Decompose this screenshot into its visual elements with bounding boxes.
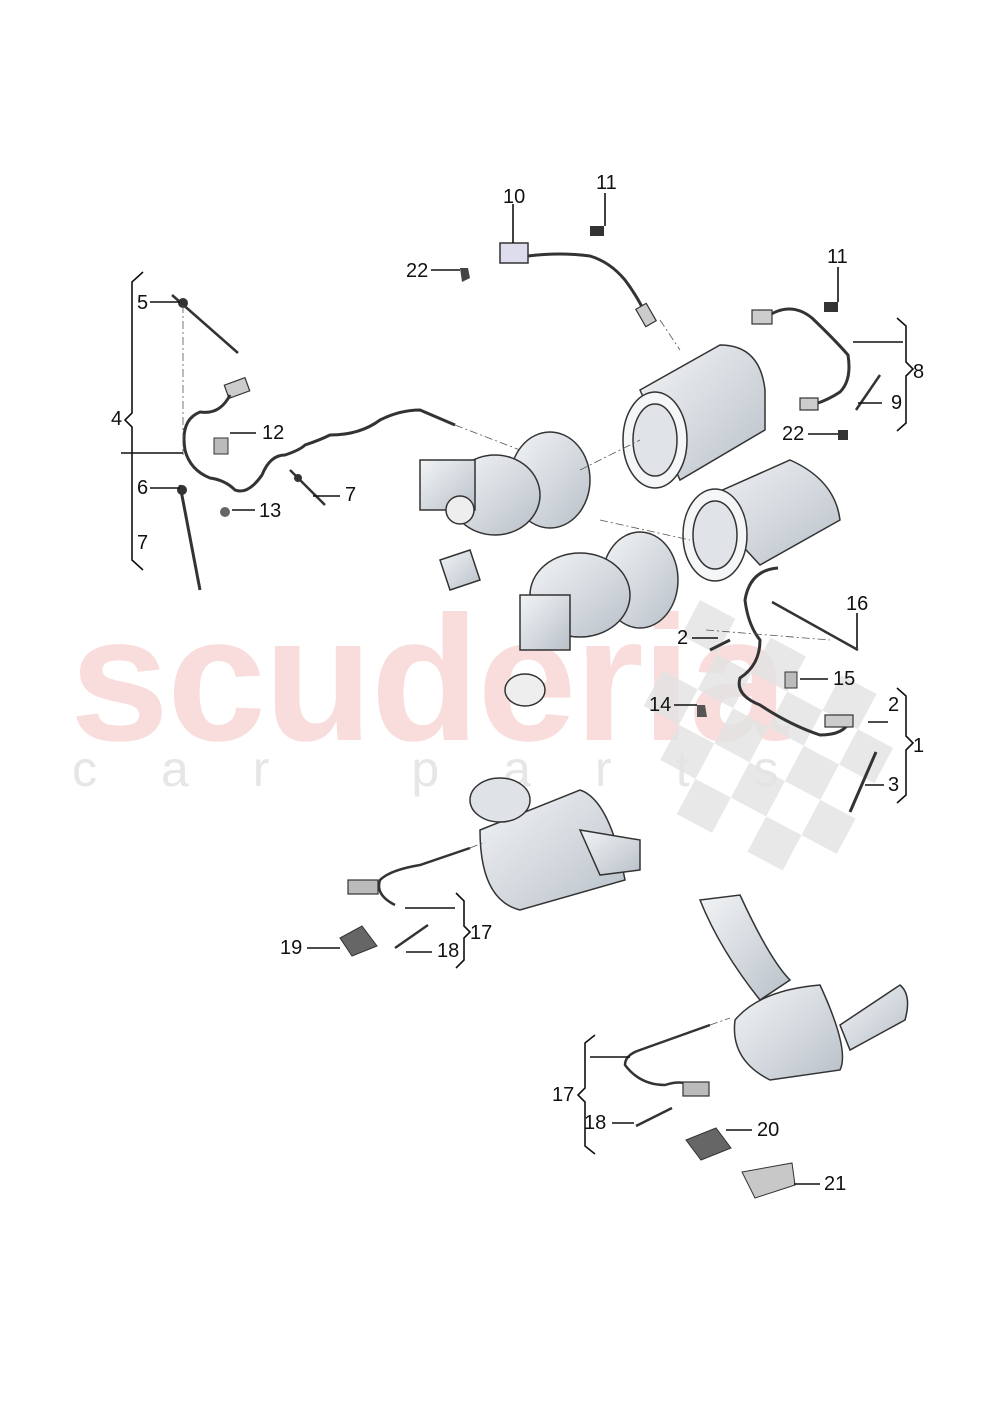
cable-tie-9 <box>854 374 882 411</box>
callout-7[interactable]: 7 <box>137 532 149 554</box>
particulate-filter-left <box>469 777 641 911</box>
callout-21[interactable]: 21 <box>824 1173 847 1195</box>
callout-6[interactable]: 6 <box>137 477 149 499</box>
watermark-tagline: car parts <box>72 741 843 797</box>
callout-2[interactable]: 2 <box>677 627 689 649</box>
callout-22[interactable]: 22 <box>406 260 429 282</box>
callout-20[interactable]: 20 <box>757 1119 780 1141</box>
callout-3[interactable]: 3 <box>888 774 900 796</box>
callout-13[interactable]: 13 <box>259 500 282 522</box>
exhaust-temperature-sensor-17b <box>623 1023 711 1097</box>
group-brackets <box>123 271 915 1155</box>
cable-tie-3 <box>848 751 878 813</box>
callout-22[interactable]: 22 <box>782 423 805 445</box>
callout-1[interactable]: 1 <box>913 735 925 757</box>
callout-4[interactable]: 4 <box>111 408 123 430</box>
callout-8[interactable]: 8 <box>913 361 925 383</box>
oxygen-sensor-right <box>751 307 851 411</box>
callout-11[interactable]: 11 <box>827 246 848 268</box>
heat-shield-21 <box>741 1162 796 1199</box>
connector-holder-15 <box>784 671 798 689</box>
sensor-bracket-19 <box>339 925 378 957</box>
cable-tie-2 <box>709 638 731 652</box>
callout-14[interactable]: 14 <box>649 694 672 716</box>
callout-9[interactable]: 9 <box>891 392 903 414</box>
callout-19[interactable]: 19 <box>280 937 303 959</box>
catalytic-converter-upper <box>622 344 766 489</box>
callout-16[interactable]: 16 <box>846 593 869 615</box>
callout-18[interactable]: 18 <box>437 940 460 962</box>
callout-18[interactable]: 18 <box>584 1112 607 1134</box>
connector-holder-12 <box>213 437 229 455</box>
sensor-cap-right <box>838 430 848 440</box>
cable-tie-7 <box>289 469 326 506</box>
leader-lines <box>121 193 903 1185</box>
sensor-bracket-20 <box>685 1127 732 1161</box>
oxygen-sensor-upper <box>499 242 658 328</box>
cable-clip-right <box>824 302 838 312</box>
clip-13 <box>220 507 230 517</box>
cable-tie-5 <box>171 294 239 354</box>
turbocharger-right <box>504 531 679 707</box>
callout-7[interactable]: 7 <box>345 484 357 506</box>
cable-tie-18-left <box>394 923 429 950</box>
exhaust-temperature-sensor-17 <box>347 846 471 907</box>
particulate-filter-right <box>698 894 909 1081</box>
callout-10[interactable]: 10 <box>503 186 526 208</box>
turbocharger-left <box>419 431 591 591</box>
cable-clip-upper <box>590 226 604 236</box>
clip-14 <box>697 705 707 717</box>
callout-5[interactable]: 5 <box>137 292 149 314</box>
catalytic-converter-lower <box>682 459 841 582</box>
callout-12[interactable]: 12 <box>262 422 285 444</box>
sensor-cap-upper <box>460 268 470 282</box>
oxygen-sensor-left <box>182 376 456 493</box>
cable-tie-6 <box>177 484 202 591</box>
cable-tie-16 <box>771 600 859 652</box>
alignment-lines <box>182 305 831 1026</box>
callout-15[interactable]: 15 <box>833 668 856 690</box>
callout-2[interactable]: 2 <box>888 694 900 716</box>
callout-11[interactable]: 11 <box>596 172 617 194</box>
cable-tie-18-right <box>635 1106 673 1128</box>
callout-17[interactable]: 17 <box>470 922 493 944</box>
oxygen-sensor-lower-right <box>737 566 854 737</box>
callout-17[interactable]: 17 <box>552 1084 575 1106</box>
